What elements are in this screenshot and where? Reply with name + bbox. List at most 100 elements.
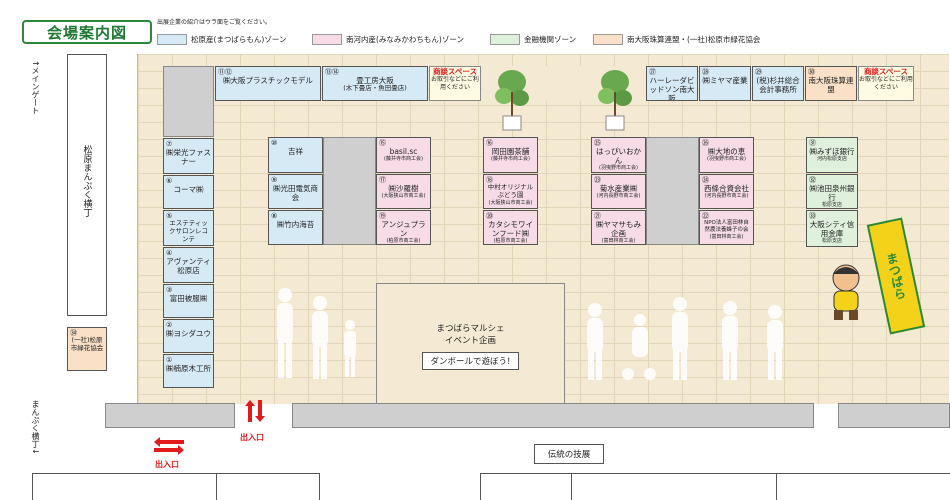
booth-number: ⑧ <box>271 212 278 220</box>
booth-11-12[interactable]: ⑪⑫ ㈱大阪プラスチックモデル <box>215 66 321 101</box>
booth-number: ⑯ <box>486 139 493 147</box>
entrance-arrows-icon <box>244 398 266 424</box>
legend-swatch <box>157 33 187 45</box>
booth-number: ㉙ <box>755 68 762 76</box>
booth-21[interactable]: ㉑ ㈱ヤマサもみ企画 (富田林商工会) <box>591 210 646 245</box>
event-area: まつばらマルシェ イベント企画 ダンボールで遊ぼう! <box>376 283 565 404</box>
booth-number: ⑨ <box>271 176 278 184</box>
legend-swatch <box>312 33 342 45</box>
booth-sub: (羽曳野市商工会) <box>707 156 746 163</box>
booth-sub: (大阪狭山市商工会) <box>381 193 426 200</box>
booth-name: 西條合資会社 <box>704 184 749 194</box>
booth-name: ㈱みずほ銀行 <box>809 147 855 157</box>
special-sub: お取引などにご利用ください <box>431 76 479 91</box>
booth-sub: 河内松原支店 <box>816 156 847 163</box>
business-space-right[interactable]: 商談スペース お取引などにご利用ください <box>858 66 914 101</box>
booth-sub: (富田林商工会) <box>709 233 744 240</box>
special-title: 商談スペース <box>432 67 478 76</box>
booth-name: エステティックサロンレコンテ <box>169 219 208 243</box>
page-title: 会場案内図 <box>22 20 152 44</box>
booth-name: 富田被服㈱ <box>169 294 208 304</box>
header-note: 出展企業の紹介はウラ面をご覧ください。 <box>157 19 272 26</box>
booth-sub: (羽曳野市商工会) <box>599 165 638 172</box>
booth-32[interactable]: ㉜ ㈱池田泉州銀行 松原支店 <box>806 174 858 209</box>
booth-name: 菊水産業㈱ <box>599 184 638 194</box>
booth-18[interactable]: ⑱ 中村オリジナルぶどう園 (大阪狭山市商工会) <box>483 174 538 209</box>
legend-item-soroban: 南大阪珠算連盟・(一社)松原市緑花協会 <box>593 33 760 45</box>
booth-10[interactable]: ⑩ 吉祥 <box>268 137 323 173</box>
booth-15[interactable]: ⑮ basil.sc (藤井寺市商工会) <box>376 137 431 173</box>
people-silhouettes-right <box>587 297 783 380</box>
booth-number: ⑮ <box>379 139 386 147</box>
booth-25[interactable]: ㉕ はっぴいおかん (羽曳野市商工会) <box>591 137 646 173</box>
mascot-icon <box>832 264 860 320</box>
business-space-left[interactable]: 商談スペース お取引などにご利用ください <box>429 66 481 101</box>
booth-30[interactable]: ㉚ 南大阪珠算連盟 <box>805 66 857 101</box>
banner-text: まつばら <box>883 251 908 302</box>
booth-sub: (富田林商工会) <box>601 238 636 245</box>
booth-name: ㈱光田電気商会 <box>273 184 318 203</box>
legend-item-minamikawachi: 南河内産(みなみかわちもん)ゾーン <box>312 33 464 45</box>
booth-number: ㉑ <box>594 212 601 220</box>
booth-13-14[interactable]: ⑬⑭ 畳工房大阪 (木下畳店・魚田畳店) <box>322 66 428 101</box>
booth-34[interactable]: ㉞ (一社)松原市緑花協会 <box>67 327 107 371</box>
booth-name: basil.sc <box>389 147 418 157</box>
booth-5[interactable]: ⑤ エステティックサロンレコンテ <box>163 210 214 246</box>
booth-number: ㉕ <box>594 139 601 147</box>
booth-number: ㉓ <box>594 176 601 184</box>
booth-28[interactable]: ㉘ ㈱ミヤマ産業 <box>699 66 751 101</box>
booth-3[interactable]: ③ 富田被服㈱ <box>163 284 214 318</box>
booth-sub: (河内長野市商工会) <box>596 193 641 200</box>
booth-number: ㉜ <box>809 176 816 184</box>
booth-sub: (木下畳店・魚田畳店) <box>343 84 407 93</box>
special-sub: お取引などにご利用ください <box>859 76 913 91</box>
lower-divider <box>776 473 777 500</box>
booth-number: ㉛ <box>809 139 816 147</box>
booth-number: ⑲ <box>379 212 386 220</box>
legend-item-finance: 金融機関ゾーン <box>490 33 576 45</box>
legend-label: 金融機関ゾーン <box>524 34 577 44</box>
event-subtitle: イベント企画 <box>444 336 496 346</box>
booth-16[interactable]: ⑯ 岡田園茶舗 (藤井寺市商工会) <box>483 137 538 173</box>
booth-2[interactable]: ② ㈱ヨシダユウ <box>163 319 214 353</box>
booth-20[interactable]: ⑳ カタシモワインフード㈱ (柏原市商工会) <box>483 210 538 245</box>
booth-29[interactable]: ㉙ (税)杉井総合会計事務所 <box>752 66 804 101</box>
entrance-label-side: 出入口 <box>155 460 179 469</box>
booth-1[interactable]: ① ㈱楠原木工所 <box>163 354 214 388</box>
empty-block <box>163 66 214 137</box>
cardboard-play-button[interactable]: ダンボールで遊ぼう! <box>421 352 520 370</box>
booth-26[interactable]: ㉖ ㈱大地の恵 (羽曳野市商工会) <box>699 137 754 173</box>
booth-name: 中村オリジナルぶどう園 <box>487 183 534 200</box>
legend-swatch <box>593 33 623 45</box>
lower-divider <box>571 473 572 500</box>
wall-right <box>838 403 950 428</box>
booth-sub: (大阪狭山市商工会) <box>488 199 533 206</box>
booth-number: ㉒ <box>702 212 709 220</box>
plant-right <box>597 62 633 132</box>
booth-33[interactable]: ㉝ 大阪シティ信用金庫 松原支店 <box>806 210 858 247</box>
booth-19[interactable]: ⑲ アンジュプラン (柏原市商工会) <box>376 210 431 245</box>
legend-item-matsubara: 松原産(まつばらもん)ゾーン <box>157 33 286 45</box>
entrance-arrows-side-icon <box>152 437 186 455</box>
booth-number: ⑤ <box>166 212 173 220</box>
booth-17[interactable]: ⑰ ㈱沙羅樹 (大阪狭山市商工会) <box>376 174 431 209</box>
booth-6[interactable]: ⑥ コーマ㈱ <box>163 175 214 209</box>
booth-31[interactable]: ㉛ ㈱みずほ銀行 河内松原支店 <box>806 137 858 173</box>
booth-sub: 松原支店 <box>821 202 842 209</box>
booth-23[interactable]: ㉓ 菊水産業㈱ (河内長野市商工会) <box>591 174 646 209</box>
plant-left <box>494 62 530 132</box>
booth-number: ㉝ <box>809 212 816 220</box>
lower-hall-left <box>32 473 320 500</box>
booth-27[interactable]: ㉗ ハーレーダビッドソン南大阪 <box>646 66 698 101</box>
plant-icon <box>495 70 529 131</box>
booth-22[interactable]: ㉒ NPO法人富田林自然農法養蜂子の会 (富田林商工会) <box>699 210 754 245</box>
legend-label: 南河内産(みなみかわちもん)ゾーン <box>346 34 464 44</box>
booth-number: ⑦ <box>166 140 173 148</box>
booth-name: 岡田園茶舗 <box>491 147 530 157</box>
booth-8[interactable]: ⑧ ㈱竹内海苔 <box>268 210 323 245</box>
booth-4[interactable]: ④ アヴァンティ松原店 <box>163 247 214 283</box>
booth-number: ⑱ <box>486 176 493 184</box>
booth-7[interactable]: ⑦ ㈱栄光ファスナー <box>163 138 214 174</box>
booth-24[interactable]: ㉔ 西條合資会社 (河内長野市商工会) <box>699 174 754 209</box>
booth-9[interactable]: ⑨ ㈱光田電気商会 <box>268 174 323 209</box>
